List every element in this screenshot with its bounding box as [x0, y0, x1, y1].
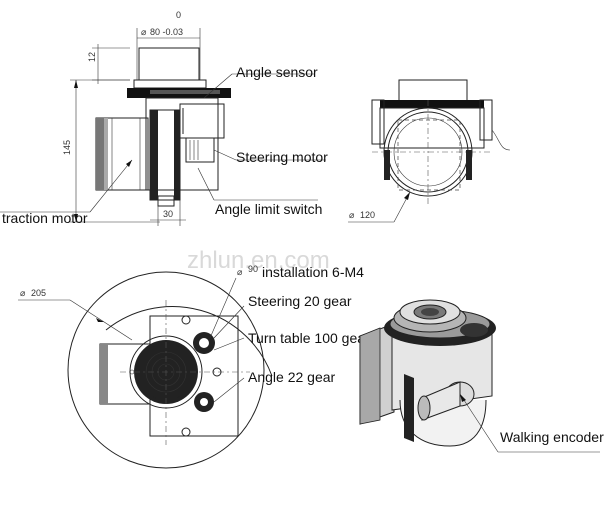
label-steering-motor: Steering motor [236, 149, 328, 165]
dim-h145: 145 [62, 140, 72, 155]
label-steering-gear: Steering 20 gear [248, 293, 352, 309]
label-turn-table: Turn table 100 gear [248, 330, 370, 346]
isometric-view: Walking encoder [359, 299, 604, 453]
side-view: ⌀ 120 [348, 79, 511, 223]
watermark: zhlun.en.com [187, 247, 330, 274]
label-angle-gear: Angle 22 gear [248, 369, 336, 385]
label-traction-motor: traction motor [2, 210, 88, 226]
dim-d205: 205 [31, 288, 46, 298]
top-view: ⌀ 205 ⌀ 90 installation 6-M4 Steering 20… [18, 264, 370, 469]
dim-d80: 80 -0.03 [150, 27, 183, 37]
dim-d90-symbol: ⌀ [237, 267, 243, 277]
dim-d80-top: 0 [176, 10, 181, 20]
label-walking-encoder: Walking encoder [500, 429, 604, 445]
label-angle-sensor: Angle sensor [236, 64, 318, 80]
dim-d80-symbol: ⌀ [141, 27, 147, 37]
dim-d120-symbol: ⌀ [349, 210, 355, 220]
dim-d120: 120 [360, 210, 375, 220]
label-angle-limit-switch: Angle limit switch [215, 201, 322, 217]
dim-d90: 90 [248, 264, 258, 274]
label-installation: installation 6-M4 [262, 264, 364, 280]
dim-h12: 12 [87, 52, 97, 62]
dim-w30: 30 [163, 209, 173, 219]
dim-d205-symbol: ⌀ [20, 288, 26, 298]
front-view: 0 ⌀ 80 -0.03 12 145 [0, 10, 328, 226]
